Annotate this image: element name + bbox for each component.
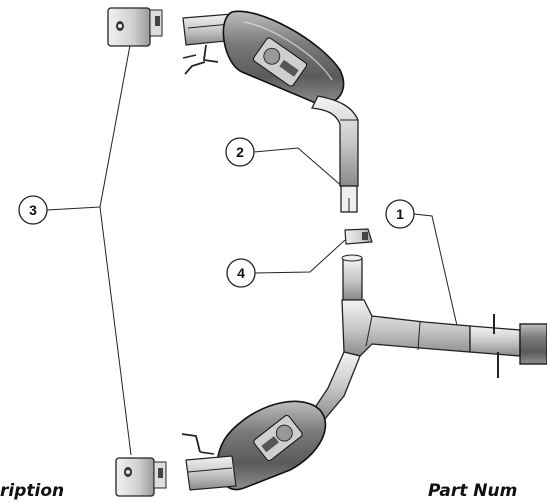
callout-2-label: 2 xyxy=(236,144,244,160)
clamp xyxy=(344,228,373,245)
callout-2: 2 xyxy=(225,137,255,167)
callout-4: 4 xyxy=(226,258,256,288)
callout-1-label: 1 xyxy=(396,206,404,222)
description-column-header: ription xyxy=(0,481,65,501)
exhaust-tip-bottom xyxy=(115,457,167,497)
exhaust-tip-top xyxy=(107,7,163,47)
callout-3: 3 xyxy=(18,195,48,225)
leader-lines xyxy=(46,39,459,456)
callout-4-label: 4 xyxy=(237,265,245,281)
muffler-top xyxy=(182,10,359,213)
callout-3-label: 3 xyxy=(29,202,37,218)
part-number-column-header: Part Num xyxy=(428,481,518,501)
y-pipe-assembly xyxy=(181,254,547,491)
callout-1: 1 xyxy=(385,199,415,229)
